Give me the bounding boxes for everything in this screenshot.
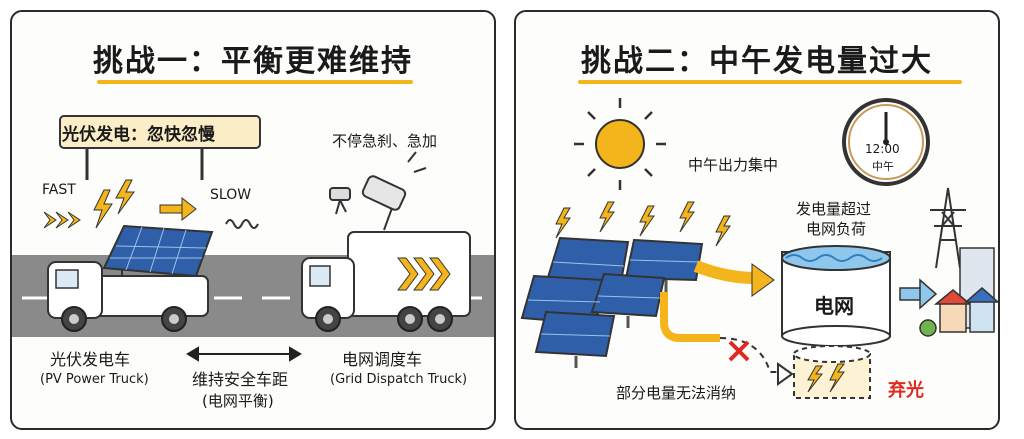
- fast-chevrons: [43, 211, 81, 229]
- solar-panel: [102, 224, 214, 278]
- power-flow-arrow: [693, 260, 757, 284]
- fast-label: FAST: [42, 182, 76, 198]
- exceed-load-line2: 电网负荷: [806, 220, 867, 238]
- title-underline: [578, 80, 962, 84]
- grid-truck-label: 电网调度车: [342, 350, 423, 369]
- curtailment-label: 弃光: [888, 380, 924, 401]
- clock-label: 中午: [872, 160, 894, 173]
- curtailed-energy-box: [793, 345, 871, 399]
- right-illustration: [520, 98, 998, 399]
- left-illustration: [12, 115, 494, 362]
- grid-label: 电网: [814, 294, 854, 318]
- panel-title: 挑战一：平衡更难维持: [93, 44, 413, 79]
- slow-label: SLOW: [210, 187, 252, 203]
- close-icon: [728, 340, 750, 362]
- power-tower-icon: [930, 187, 966, 269]
- exceed-load-line1: 发电量超过: [796, 200, 872, 218]
- pv-truck-label: 光伏发电车: [50, 350, 131, 369]
- clock-time: 12:00: [865, 142, 900, 156]
- panel-title: 挑战二：中午发电量过大: [581, 44, 933, 79]
- sign-text: 光伏发电：忽快忽慢: [62, 125, 215, 145]
- city-buildings-icon: [919, 247, 998, 337]
- arrow-right-icon: [899, 278, 938, 310]
- sun-icon: [574, 98, 666, 190]
- grid-truck: [301, 231, 471, 332]
- cannot-absorb-label: 部分电量无法消纳: [616, 384, 737, 402]
- lightning-icon: [555, 201, 731, 247]
- chevron-icon: [397, 257, 451, 291]
- wavy-slow-icon: [225, 219, 259, 229]
- safe-distance-label: 维持安全车距: [192, 370, 289, 389]
- clock-icon: [842, 98, 930, 186]
- brake-pedal-icon: [329, 187, 351, 215]
- solar-array: [520, 236, 704, 358]
- brake-note: 不停急刹、急加: [332, 132, 438, 150]
- arrow-right-icon: [159, 196, 197, 222]
- gas-pedal-icon: [361, 151, 427, 231]
- lightning-icon: [93, 179, 135, 229]
- double-arrow-icon: [186, 346, 302, 362]
- pv-truck: [47, 224, 214, 332]
- speed-sign: [59, 115, 261, 180]
- grid-balance-label: (电网平衡): [202, 392, 274, 410]
- title-underline: [97, 80, 413, 84]
- grid-truck-label-en: (Grid Dispatch Truck): [330, 372, 468, 387]
- panel-challenge-one: 挑战一：平衡更难维持: [10, 10, 496, 430]
- noon-output-label: 中午出力集中: [688, 156, 779, 174]
- grid-tank: [781, 245, 891, 347]
- pv-truck-label-en: (PV Power Truck): [40, 372, 149, 387]
- panel-challenge-two: 挑战二：中午发电量过大: [514, 10, 1000, 430]
